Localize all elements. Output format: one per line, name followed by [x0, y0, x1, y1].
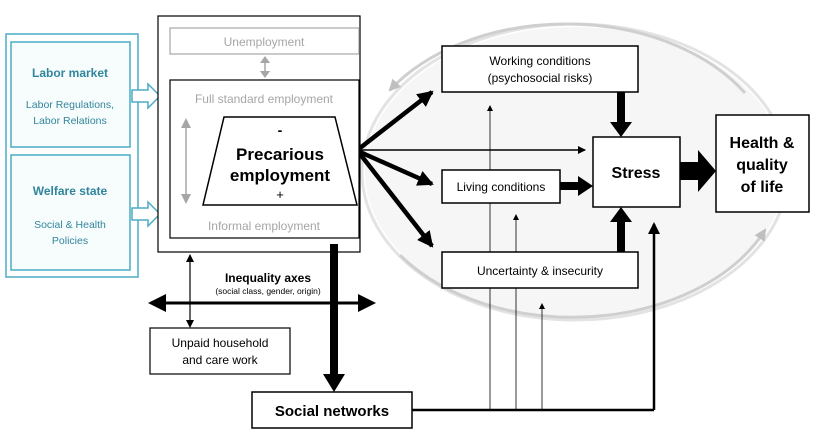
precarious-trapezoid	[202, 116, 358, 206]
working-conditions-line1: Working conditions	[489, 54, 590, 68]
social-networks-box: Social networks	[251, 391, 413, 429]
working-conditions-box: Working conditions (psychosocial risks)	[441, 45, 639, 93]
working-conditions-line2: (psychosocial risks)	[488, 71, 593, 85]
context-panel: Labor market Labor Regulations, Labor Re…	[5, 33, 162, 278]
health-line3: of life	[741, 179, 784, 196]
labor-market-title: Labor market	[32, 66, 108, 80]
inequality-subtitle: (social class, gender, origin)	[215, 286, 321, 296]
unemployment-label: Unemployment	[224, 35, 305, 49]
health-line1: Health &	[730, 135, 795, 152]
stress-incoming-arrows	[560, 92, 632, 252]
unemployment-double-arrow	[260, 56, 270, 78]
inequality-title: Inequality axes	[225, 271, 311, 285]
unemployment-box	[169, 27, 360, 55]
precarious-label-line2: employment	[230, 166, 330, 185]
uncertainty-box: Uncertainty & insecurity	[441, 251, 639, 289]
living-conditions-label: Living conditions	[457, 180, 546, 194]
stress-label: Stress	[612, 165, 661, 182]
unpaid-line2: and care work	[182, 353, 258, 367]
unpaid-work-box: Unpaid household and care work	[149, 327, 291, 375]
full-standard-label: Full standard employment	[195, 92, 334, 106]
welfare-state-line2: Policies	[52, 235, 88, 247]
welfare-state-arrow	[131, 200, 162, 228]
labor-market-line2: Labor Relations	[33, 115, 107, 127]
unpaid-line1: Unpaid household	[172, 336, 269, 350]
health-line2: quality	[736, 157, 788, 174]
plus-sign: +	[276, 187, 284, 202]
health-box: Health & quality of life	[715, 114, 810, 213]
stress-to-health-arrow	[680, 150, 716, 192]
social-networks-label: Social networks	[275, 403, 389, 420]
stress-box: Stress	[592, 136, 681, 208]
informal-label: Informal employment	[208, 219, 321, 233]
labor-market-arrow	[131, 82, 162, 110]
welfare-state-title: Welfare state	[33, 184, 108, 198]
precarious-label-line1: Precarious	[236, 145, 324, 164]
employment-box: Unemployment Full standard employment - …	[157, 15, 361, 253]
welfare-state-line1: Social & Health	[34, 219, 106, 231]
welfare-state-box: Welfare state Social & Health Policies	[10, 154, 131, 271]
living-conditions-box: Living conditions	[441, 169, 561, 204]
spectrum-double-arrow	[181, 118, 191, 204]
minus-sign: -	[278, 122, 283, 138]
uncertainty-label: Uncertainty & insecurity	[477, 264, 603, 278]
employment-to-social-networks-arrow	[323, 244, 345, 392]
labor-market-box: Labor market Labor Regulations, Labor Re…	[10, 41, 131, 148]
precarious-outgoing-arrows	[358, 90, 586, 248]
inequality-axes: Inequality axes (social class, gender, o…	[148, 254, 376, 328]
labor-market-line1: Labor Regulations,	[26, 99, 114, 111]
